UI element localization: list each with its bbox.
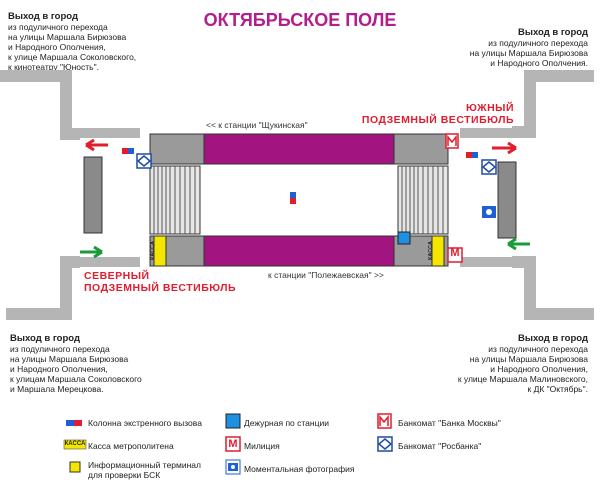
arrow-in-green-right xyxy=(507,237,530,251)
ticket-office-label: КАССА xyxy=(150,241,156,261)
ticket-office-icon xyxy=(63,439,87,450)
exit-heading: Выход в город xyxy=(10,333,80,344)
exit-line: на улицы Маршала Бирюзова xyxy=(469,48,588,58)
emergency-column-icon xyxy=(290,192,296,204)
vestibule-label-line: ПОДЗЕМНЫЙ ВЕСТИБЮЛЬ xyxy=(361,114,514,126)
escalator-right xyxy=(397,165,449,235)
exit-info-top-right: Выход в город из подуличного перехода на… xyxy=(469,27,588,69)
exit-line: к улицам Маршала Соколовского xyxy=(10,374,142,384)
legend-bank-moscow: Банкомат "Банка Москвы" xyxy=(398,418,501,428)
ticket-office-icon xyxy=(431,235,445,267)
ticket-office-icon xyxy=(153,235,167,267)
direction-polezhaevskaya: к станции "Полежаевская" >> xyxy=(268,270,384,280)
legend-rosbank: Банкомат "Росбанка" xyxy=(398,441,482,451)
rosbank-atm-icon xyxy=(377,436,393,452)
arrow-out-red-left xyxy=(85,138,108,152)
exit-line: к улице Маршала Малиновского, xyxy=(457,374,588,384)
arrow-out-red-right xyxy=(492,141,517,155)
direction-shchukinskaya: << к станции "Щукинская" xyxy=(206,120,308,130)
end-block xyxy=(393,133,449,165)
south-vestibule-label: ЮЖНЫЙ ПОДЗЕМНЫЙ ВЕСТИБЮЛЬ xyxy=(362,102,514,126)
emergency-column-icon xyxy=(66,420,82,426)
escalator-left xyxy=(149,165,201,235)
legend-photo-booth: Моментальная фотография xyxy=(244,464,355,474)
exit-info-top-left: Выход в город из подуличного перехода на… xyxy=(8,11,137,73)
legend-militia-letter: М xyxy=(228,438,238,450)
station-duty-icon xyxy=(225,413,241,429)
legend-emergency-column: Колонна экстренного вызова xyxy=(88,418,202,428)
end-block xyxy=(149,133,205,165)
platform-track-bottom xyxy=(203,235,395,267)
exit-line: и Народного Ополчения, xyxy=(490,364,588,374)
exit-heading: Выход в город xyxy=(518,27,588,38)
wall-right-top xyxy=(512,70,594,138)
station-duty-icon xyxy=(397,231,411,245)
bank-moscow-atm-icon xyxy=(445,133,459,149)
emergency-column-icon xyxy=(466,152,478,158)
exit-line: из подуличного перехода xyxy=(488,38,588,48)
legend-info-terminal: Информационный терминал для проверки БСК xyxy=(88,460,201,480)
exit-line: и Народного Ополчения. xyxy=(490,58,588,68)
exit-line: на улицы Маршала Бирюзова xyxy=(8,32,127,42)
legend-info-terminal-line: для проверки БСК xyxy=(88,470,161,480)
wall-left-bottom xyxy=(6,256,80,320)
militia-letter: М xyxy=(450,247,460,259)
wall-edge xyxy=(0,70,6,82)
left-pillar xyxy=(83,156,103,234)
photo-booth-icon xyxy=(225,459,241,475)
legend-info-terminal-line: Информационный терминал xyxy=(88,460,201,470)
walkway-walls xyxy=(80,128,512,267)
north-vestibule-label: СЕВЕРНЫЙ ПОДЗЕМНЫЙ ВЕСТИБЮЛЬ xyxy=(84,270,236,294)
legend-icons xyxy=(63,413,393,475)
right-pillar xyxy=(497,161,517,239)
station-title: ОКТЯБРЬСКОЕ ПОЛЕ xyxy=(203,10,397,30)
legend-kassa-tag: КАССА xyxy=(64,441,86,447)
rosbank-atm-icon xyxy=(136,153,152,169)
exit-heading: Выход в город xyxy=(8,11,78,22)
legend-ticket-office: Касса метрополитена xyxy=(88,441,174,451)
exit-line: из подуличного перехода xyxy=(488,344,588,354)
wall-right-bottom xyxy=(512,256,594,320)
exit-line: и Народного Ополчения, xyxy=(8,42,106,52)
exit-heading: Выход в город xyxy=(518,333,588,344)
exit-line: к улице Маршала Соколовского, xyxy=(8,52,137,62)
exit-line: к ДК "Октябрь". xyxy=(527,384,589,394)
ticket-office-label: КАССА xyxy=(428,241,434,261)
exit-info-bottom-left: Выход в город из подуличного перехода на… xyxy=(10,333,142,395)
exit-line: на улицы Маршала Бирюзова xyxy=(469,354,588,364)
emergency-column-icon xyxy=(122,148,134,154)
photo-booth-icon xyxy=(482,206,496,218)
arrow-in-green-left xyxy=(80,245,103,259)
vestibule-label-line: СЕВЕРНЫЙ xyxy=(84,270,150,282)
corridor-walls xyxy=(6,70,594,320)
exit-line: и Маршала Мерецкова. xyxy=(10,384,104,394)
wall-left-top xyxy=(6,70,80,140)
militia-icon xyxy=(225,436,241,452)
platform-track-top xyxy=(203,133,395,165)
exit-line: к кинотеатру "Юность". xyxy=(8,62,99,72)
vestibule-label-line: ПОДЗЕМНЫЙ ВЕСТИБЮЛЬ xyxy=(84,282,237,294)
exit-info-bottom-right: Выход в город из подуличного перехода на… xyxy=(457,333,589,395)
exit-arrows xyxy=(80,138,530,259)
exit-line: и Народного Ополчения, xyxy=(10,364,108,374)
legend-militia: Милиция xyxy=(244,441,280,451)
vestibule-label-line: ЮЖНЫЙ xyxy=(466,102,514,114)
legend-station-duty: Дежурная по станции xyxy=(244,418,329,428)
exit-line: из подуличного перехода xyxy=(8,22,108,32)
bank-moscow-atm-icon xyxy=(377,413,392,429)
info-terminal-icon xyxy=(69,461,81,473)
exit-line: на улицы Маршала Бирюзова xyxy=(10,354,129,364)
exit-line: из подуличного перехода xyxy=(10,344,110,354)
rosbank-atm-icon xyxy=(481,159,497,175)
militia-icon xyxy=(447,247,463,263)
